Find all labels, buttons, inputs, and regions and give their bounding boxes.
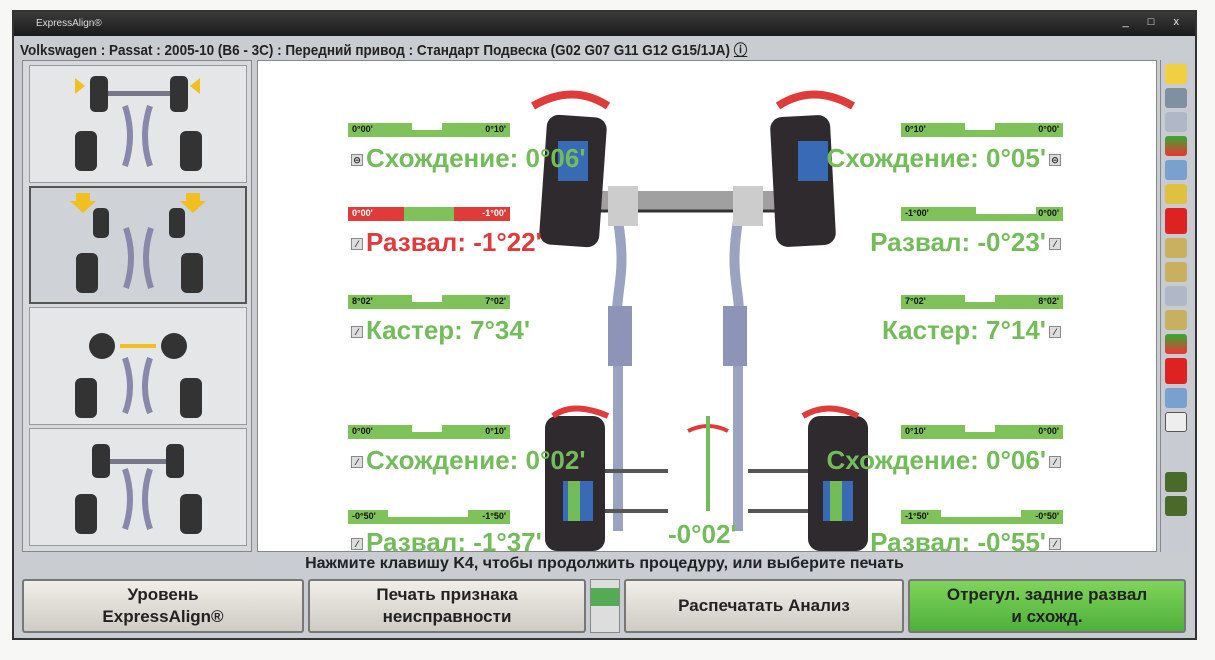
suspension-icon[interactable] (1164, 310, 1187, 330)
rear-right-camber-reading: Развал: -0°55'⁄ (870, 527, 1064, 558)
steering-level-icon[interactable] (1164, 160, 1187, 180)
monitor-icon[interactable] (1164, 184, 1187, 204)
wrench-icon[interactable]: ⁄ (351, 538, 363, 551)
steering-wheel-icon[interactable]: ⊝ (1049, 154, 1061, 167)
runout-wheel-2-icon[interactable] (1164, 286, 1187, 306)
readings-2-icon[interactable] (1164, 334, 1187, 354)
vehicle-header: Volkswagen : Passat : 2005-10 (B6 - 3C) … (20, 42, 748, 59)
instruction-text: Нажмите клавишу K4, чтобы продолжить про… (305, 555, 904, 572)
front-right-camber-reading: Развал: -0°23'⁄ (870, 227, 1064, 258)
thumbnail-rear[interactable] (29, 428, 247, 546)
info-icon[interactable]: ⓘ (733, 42, 748, 59)
wrench-icon[interactable]: ⁄ (1049, 538, 1061, 551)
express-e-icon[interactable] (1164, 208, 1187, 234)
front-right-toe-range-bar: 0°10'0°00' (901, 123, 1063, 137)
express-e-2-icon[interactable] (1164, 358, 1187, 384)
front-left-toe-range-bar: 0°00'0°10' (348, 123, 510, 137)
window-title: ExpressAlign® (36, 18, 102, 29)
wrench-icon[interactable]: ⁄ (351, 456, 363, 469)
vehicle-axles-icon[interactable] (1164, 472, 1187, 492)
rear-left-toe-range-bar: 0°00'0°10' (348, 425, 510, 439)
wrench-icon[interactable]: ⁄ (1049, 326, 1061, 339)
rear-left-camber-range-bar: -0°50'-1°50' (348, 510, 510, 524)
front-right-caster-range-bar: 7°02'8°02' (901, 295, 1063, 309)
sensor-tool-icon[interactable] (1164, 64, 1187, 84)
steering-wheel-icon[interactable]: ⊝ (351, 154, 363, 167)
lift-tool-icon[interactable] (1164, 88, 1187, 108)
front-right-toe-reading: Схождение: 0°05'⊝ (826, 143, 1064, 174)
front-right-camber-range-bar: -1°00'0°00' (901, 207, 1063, 221)
front-left-caster-reading: ⁄Кастер: 7°34' (348, 315, 530, 346)
thumbnail-caster[interactable] (29, 307, 247, 425)
front-left-toe-reading: ⊝Схождение: 0°06' (348, 143, 586, 174)
thumbnail-front-toe[interactable] (29, 65, 247, 183)
wrench-icon[interactable]: ⁄ (351, 238, 363, 251)
readings-icon[interactable] (1164, 136, 1187, 156)
vehicle-axles-2-icon[interactable] (1164, 496, 1187, 516)
app-window: ExpressAlign® _ □ x Volkswagen : Passat … (12, 10, 1197, 640)
front-left-caster-range-bar: 8°02'7°02' (348, 295, 510, 309)
vehicle-diagram (531, 90, 868, 551)
thumbnail-front-camber[interactable] (29, 186, 247, 304)
rear-left-camber-reading: ⁄Развал: -1°37' (348, 527, 542, 558)
rear-right-toe-reading: Схождение: 0°06'⁄ (826, 445, 1064, 476)
alignment-readings: 0°00'0°10' ⊝Схождение: 0°06' 0°00'-1°00'… (257, 60, 1157, 557)
zoom-indicator[interactable] (590, 579, 620, 633)
right-toolbar (1160, 60, 1190, 552)
axle-weights-icon[interactable] (1164, 238, 1187, 258)
title-bar: ExpressAlign® _ □ x (14, 12, 1195, 36)
runout-wheel-icon[interactable] (1164, 112, 1187, 132)
wrench-icon[interactable]: ⁄ (1049, 238, 1061, 251)
rear-right-toe-range-bar: 0°10'0°00' (901, 425, 1063, 439)
export-icon[interactable] (1164, 412, 1187, 432)
rear-right-camber-range-bar: -1°50'-0°50' (901, 510, 1063, 524)
wheel-cams-icon[interactable] (1164, 262, 1187, 282)
wrench-icon[interactable]: ⁄ (1049, 456, 1061, 469)
printer-icon[interactable] (1164, 388, 1187, 408)
wrench-icon[interactable]: ⁄ (351, 326, 363, 339)
window-controls[interactable]: _ □ x (1122, 16, 1187, 28)
front-right-caster-reading: Кастер: 7°14'⁄ (882, 315, 1064, 346)
thrust-angle-reading: -0°02' (668, 519, 737, 549)
procedure-thumbnails (22, 60, 252, 552)
front-left-camber-reading: ⁄Развал: -1°22' (348, 227, 542, 258)
rear-left-toe-reading: ⁄Схождение: 0°02' (348, 445, 586, 476)
print-analysis-button[interactable]: Распечатать Анализ (624, 579, 904, 633)
front-left-camber-range-bar: 0°00'-1°00' (348, 207, 510, 221)
